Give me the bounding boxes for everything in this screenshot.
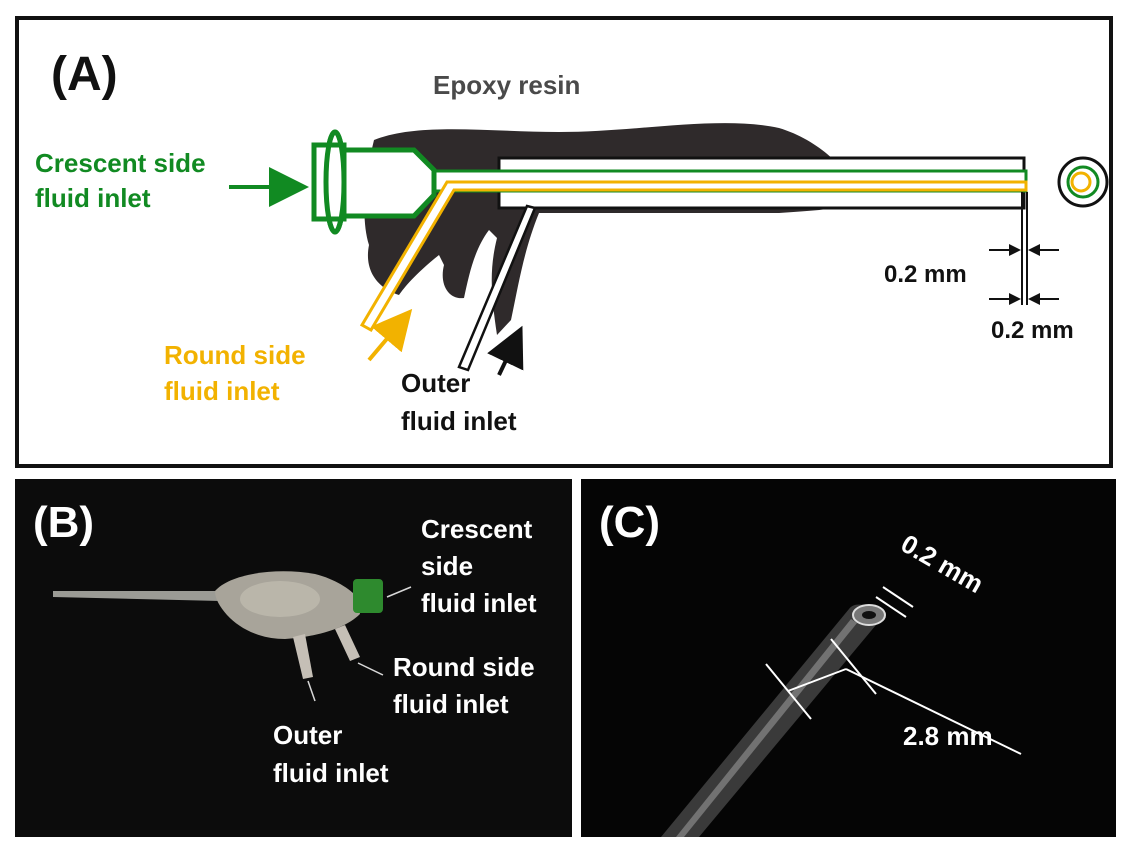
outer-inlet-label-line2: fluid inlet <box>401 406 517 436</box>
dimension-label-top: 0.2 mm <box>884 261 967 288</box>
panel-a-schematic: (A) Epoxy resin Crescent side fluid inle… <box>15 16 1113 468</box>
epoxy-resin-label: Epoxy resin <box>433 70 580 100</box>
connector-ring <box>323 129 347 235</box>
panel-b-svg: (B) Crescent side fluid inlet Round side… <box>33 498 537 788</box>
round-inlet-label-line2: fluid inlet <box>164 376 280 406</box>
device-green-cap <box>353 579 383 613</box>
tip-inner <box>862 611 876 619</box>
device-outer-tube <box>293 634 313 679</box>
panel-b-pointers <box>307 586 412 702</box>
round-capillary <box>359 180 1028 333</box>
tip-end-view <box>1057 156 1109 208</box>
panel-b-photo: (B) Crescent side fluid inlet Round side… <box>15 479 572 837</box>
c-dim-large-label: 2.8 mm <box>903 721 993 751</box>
b-crescent-line2: side <box>421 551 473 581</box>
epoxy-resin-blob <box>364 123 859 335</box>
panel-c-svg: (C) 0.2 mm 2.8 mm <box>599 498 1022 837</box>
b-crescent-line3: fluid inlet <box>421 588 537 618</box>
device-highlight <box>240 581 320 617</box>
crescent-inlet-label-line2: fluid inlet <box>35 183 151 213</box>
round-arrow <box>367 308 413 362</box>
outer-inlet-tube <box>457 204 537 372</box>
outer-inlet-label-line1: Outer <box>401 368 470 398</box>
panel-a-letter: (A) <box>51 48 118 101</box>
panel-c-letter: (C) <box>599 498 660 547</box>
c-dim-small-label: 0.2 mm <box>896 528 989 599</box>
b-round-line2: fluid inlet <box>393 689 509 719</box>
round-inlet-label-line1: Round side <box>164 340 306 370</box>
device-round-tube <box>335 625 360 661</box>
crescent-inlet-label-line1: Crescent side <box>35 148 206 178</box>
dimension-label-bottom: 0.2 mm <box>991 317 1074 344</box>
b-outer-line1: Outer <box>273 720 342 750</box>
panel-a-svg: (A) Epoxy resin Crescent side fluid inle… <box>35 48 1109 436</box>
tip-tube-highlight <box>676 619 857 837</box>
panel-c-photo: (C) 0.2 mm 2.8 mm <box>581 479 1116 837</box>
panel-b-letter: (B) <box>33 498 94 547</box>
b-outer-line2: fluid inlet <box>273 758 389 788</box>
panel-c-dimensions <box>765 586 1022 755</box>
device-needle <box>53 591 220 601</box>
outer-arrow <box>487 325 524 376</box>
b-crescent-line1: Crescent <box>421 514 533 544</box>
b-round-line1: Round side <box>393 652 535 682</box>
dimension-marks <box>989 192 1059 305</box>
